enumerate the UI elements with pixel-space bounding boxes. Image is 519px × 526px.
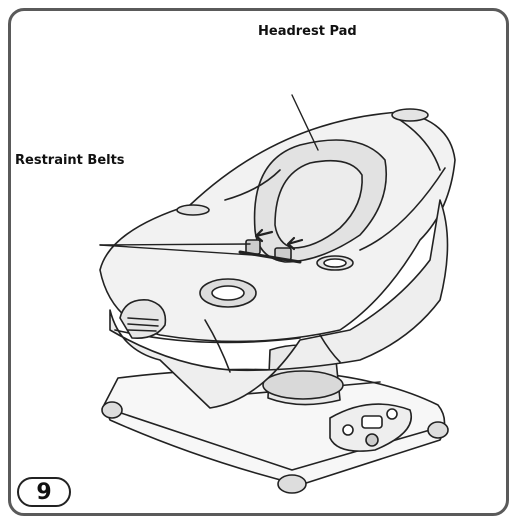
- restraint-belt-strap: [238, 250, 302, 264]
- headrest-pad-label: Headrest Pad: [258, 24, 357, 39]
- belts-leader-line-top: [99, 243, 251, 246]
- belts-leader-line-bottom: [99, 244, 269, 257]
- page-frame: [8, 8, 509, 516]
- arrow-left: [254, 228, 274, 243]
- base-foot-front: [277, 474, 307, 494]
- base-foot-left: [101, 401, 123, 419]
- step-number: 9: [36, 479, 52, 505]
- headrest-leader-line: [291, 94, 319, 151]
- step-number-badge: 9: [17, 477, 71, 507]
- arrow-right: [286, 236, 304, 251]
- restraint-belts-label: Restraint Belts: [15, 153, 125, 168]
- base-foot-right: [427, 421, 449, 439]
